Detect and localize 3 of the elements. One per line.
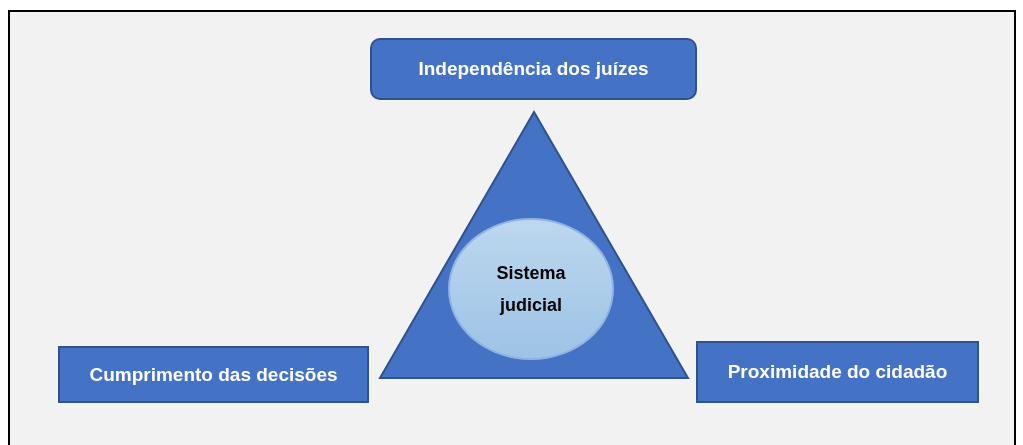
label-box: Independência dos juízes: [370, 38, 697, 100]
label-box: Proximidade do cidadão: [696, 341, 979, 403]
label-box: Cumprimento das decisões: [58, 346, 369, 403]
